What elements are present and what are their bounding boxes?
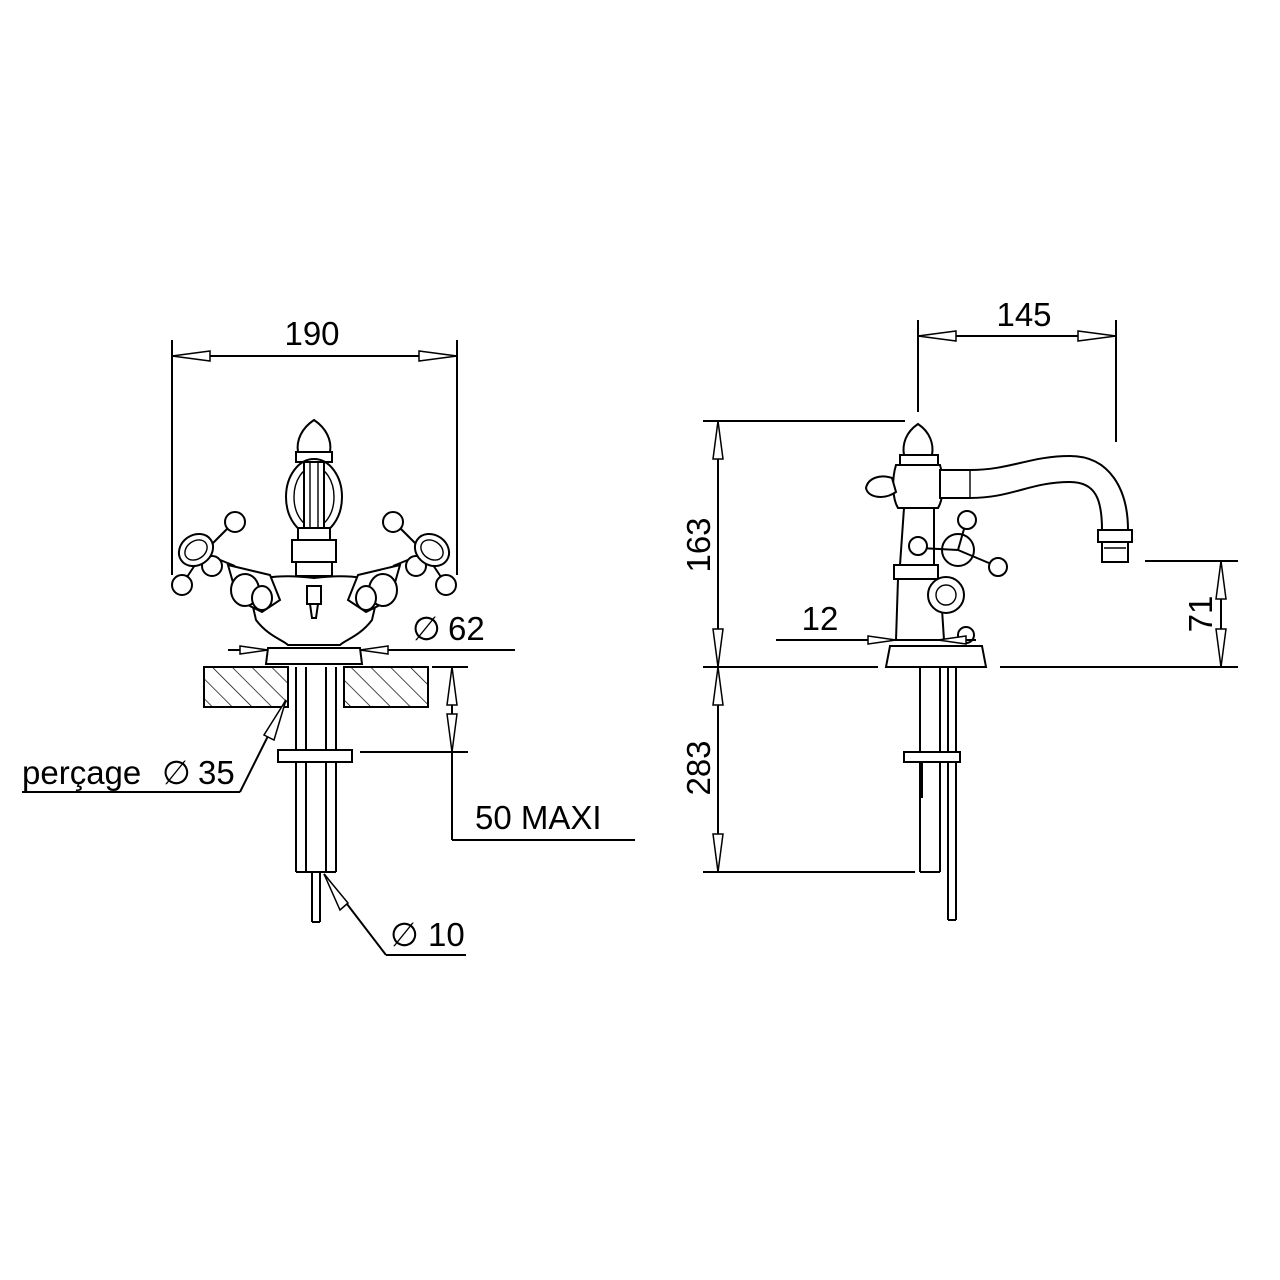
reach-dimension: 145 [917,296,1117,442]
height-label: 163 [680,517,717,572]
hole-leader: perçage ∅ 35 [22,699,287,793]
offset-dimension: 12 [776,600,976,645]
side-cross-handle [908,510,1008,644]
spout-height-label: 71 [1182,596,1219,633]
rod-leader: ∅ 10 [323,873,466,956]
rod-diameter-symbol: ∅ [390,916,419,953]
height-dimension: 163 [680,420,905,668]
rod-diameter-label: 10 [428,916,465,953]
max-thickness-dimension: 50 MAXI [360,666,635,841]
base-diameter-label: 62 [448,610,485,647]
left-cross-handle [171,511,282,614]
shank [277,667,353,923]
side-view: 145 163 71 [680,296,1238,921]
reach-label: 145 [996,296,1051,333]
right-cross-handle [346,511,457,614]
below-counter-dimension: 283 [680,666,915,873]
base-diameter-dimension: ∅ 62 [228,610,515,655]
front-view: 190 [22,315,635,956]
diameter-symbol: ∅ [412,610,441,647]
faucet-front [171,418,457,665]
max-thickness-label: 50 MAXI [475,799,602,836]
faucet-side [864,422,1133,668]
hole-diameter-symbol: ∅ [162,754,191,791]
spout-height-dimension: 71 [1145,560,1238,668]
offset-label: 12 [802,600,839,637]
width-dimension-label: 190 [284,315,339,352]
below-counter-label: 283 [680,740,717,795]
hole-label: perçage [22,754,141,791]
side-shank [903,667,961,921]
width-dimension: 190 [171,315,458,575]
hole-diameter-label: 35 [198,754,235,791]
counter-section [203,666,429,708]
